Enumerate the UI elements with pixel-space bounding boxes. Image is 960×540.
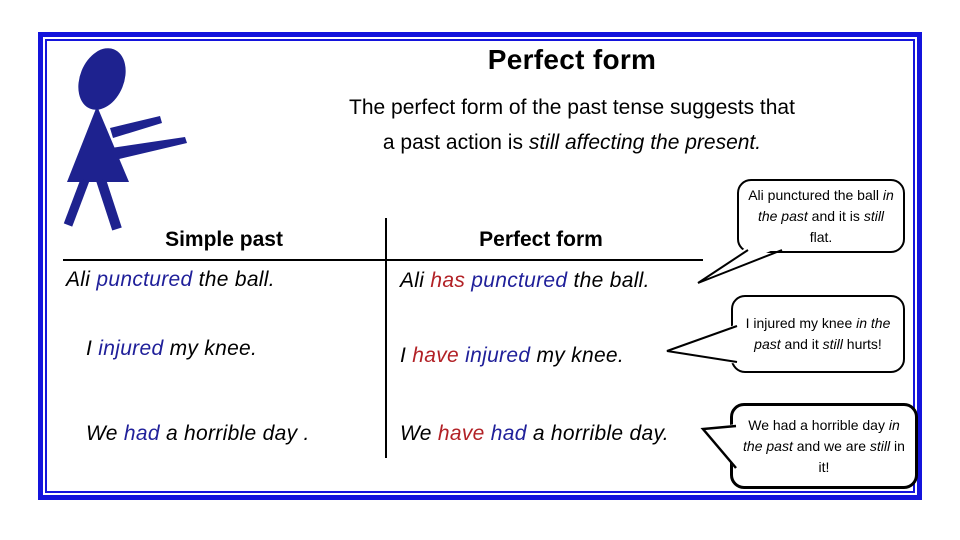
callout-bubble-3: We had a horrible day in the past and we… — [730, 403, 918, 489]
perfect-form-sentence-3: We have had a horrible day. — [400, 422, 669, 446]
page-title: Perfect form — [487, 44, 657, 75]
column-header-perfect-form: Perfect form — [479, 228, 603, 251]
text-segment-plain: a past action is — [382, 131, 529, 154]
text-segment-blue: injured — [98, 337, 164, 360]
text-segment-plain: I injured my knee — [745, 315, 857, 331]
text-segment-plain: Ali punctured the ball — [748, 186, 883, 203]
text-segment-plain: in it! — [818, 437, 905, 475]
text-segment-plain: the ball. — [567, 269, 650, 292]
text-segment-plain: We had a horrible day — [748, 416, 889, 433]
text-segment-plain: my knee. — [163, 337, 258, 360]
text-segment-plain: and it is — [807, 207, 864, 224]
text-segment-plain: the ball. — [192, 268, 275, 291]
text-segment-plain: We — [86, 422, 124, 445]
text-segment-plain: flat. — [809, 228, 833, 245]
text-segment-plain: and it — [780, 336, 823, 352]
text-segment-plain: my knee. — [530, 344, 625, 367]
column-header-simple-past: Simple past — [165, 228, 283, 251]
callout-text-3: We had a horrible day in the past and we… — [741, 415, 907, 478]
text-segment-red: has — [430, 269, 466, 292]
callout-text-2: I injured my knee in the past and it sti… — [741, 313, 895, 355]
text-segment-plain: hurts! — [842, 336, 882, 352]
slide-frame-inner-border — [45, 39, 915, 493]
text-segment-blue: had — [123, 422, 160, 445]
header-underline — [63, 259, 703, 261]
simple-past-sentence-3: We had a horrible day . — [86, 422, 310, 446]
text-segment-blue: injured — [459, 344, 531, 367]
text-segment-italic: in the past — [743, 416, 900, 454]
text-segment-blue: had — [484, 422, 527, 445]
column-divider — [385, 218, 387, 458]
text-segment-plain: Ali — [66, 268, 97, 291]
slide-frame — [38, 32, 922, 500]
presenter-figure-icon — [55, 40, 195, 235]
callout-bubble-2: I injured my knee in the past and it sti… — [731, 295, 905, 373]
text-segment-red: have — [437, 422, 485, 445]
text-segment-plain: and we are — [792, 437, 870, 454]
text-segment-italic: still — [869, 437, 891, 454]
text-segment-blue: punctured — [96, 268, 193, 291]
text-segment-blue: punctured — [465, 269, 568, 292]
subtitle-line-1: The perfect form of the past tense sugge… — [349, 96, 795, 119]
perfect-form-sentence-2: I have injured my knee. — [400, 344, 624, 368]
callout-bubble-1: Ali punctured the ball in the past and i… — [737, 179, 905, 253]
text-segment-plain: a horrible day . — [159, 422, 310, 445]
subtitle-line-2: a past action is still affecting the pre… — [192, 125, 952, 160]
text-segment-red: have — [412, 344, 460, 367]
text-segment-italic: still affecting the present. — [528, 131, 762, 154]
text-segment-italic: in the past — [757, 186, 894, 224]
perfect-form-sentence-1: Ali has punctured the ball. — [400, 269, 650, 293]
text-segment-plain: We — [400, 422, 438, 445]
text-segment-plain: Ali — [400, 269, 431, 292]
text-segment-italic: still — [863, 207, 885, 224]
simple-past-sentence-1: Ali punctured the ball. — [66, 268, 275, 292]
callout-text-1: Ali punctured the ball in the past and i… — [747, 185, 895, 248]
simple-past-sentence-2: I injured my knee. — [86, 337, 257, 361]
text-segment-plain: a horrible day. — [526, 422, 669, 445]
text-segment-plain: I — [86, 337, 99, 360]
text-segment-plain: I — [400, 344, 413, 367]
text-segment-italic: in the past — [754, 315, 891, 352]
text-segment-italic: still — [822, 336, 843, 352]
